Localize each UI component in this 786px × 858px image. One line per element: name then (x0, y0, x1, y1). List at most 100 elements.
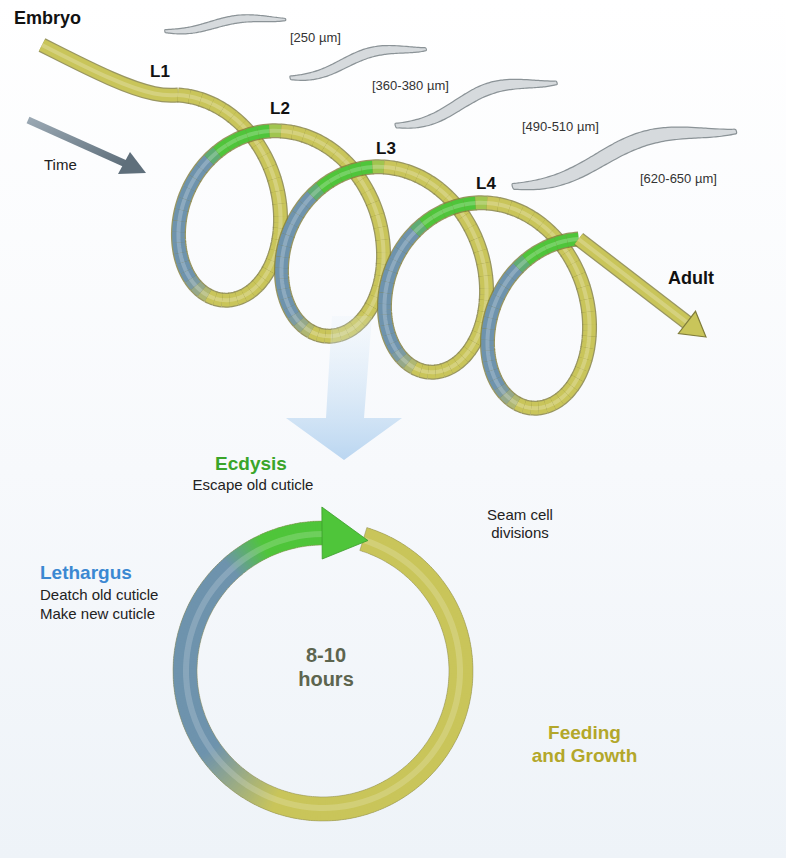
coil-highlight (415, 224, 424, 232)
coil-highlight (283, 288, 286, 298)
coil-outline (504, 276, 511, 286)
coil-outline (208, 295, 215, 298)
ecdysis-arrow-head (322, 507, 368, 559)
coil-segment (304, 196, 312, 205)
coil-outline (480, 251, 483, 264)
coil-segment (215, 298, 222, 300)
coil-outline (311, 331, 318, 334)
coil-segment (201, 99, 212, 104)
coil-outline (381, 227, 383, 240)
coil-highlight (201, 291, 208, 295)
coil-highlight (414, 367, 421, 370)
coil-segment (583, 287, 586, 300)
coil-highlight (476, 239, 481, 251)
coil-highlight (288, 224, 293, 235)
coil-segment (488, 318, 490, 329)
coil-outline (490, 307, 493, 318)
coil-highlight (556, 240, 567, 243)
coil-outline (443, 368, 450, 371)
coil-highlight (488, 350, 489, 361)
coil-highlight (577, 369, 582, 379)
coil-segment (201, 160, 209, 169)
coil-outline (315, 140, 326, 146)
coil-outline (274, 268, 289, 279)
coil-outline (312, 188, 321, 196)
development-coil (42, 45, 706, 408)
coil-segment (414, 367, 421, 370)
coil-outline (171, 232, 186, 243)
coil-outline (421, 370, 428, 372)
coil-segment (275, 268, 288, 279)
coil-outline (367, 191, 373, 203)
coil-highlight (382, 293, 387, 304)
coil-outline (350, 168, 361, 171)
coil-highlight (312, 188, 321, 196)
coil-highlight (510, 207, 521, 212)
coil-segment (251, 286, 258, 292)
coil-outline (189, 96, 201, 99)
coil-highlight (258, 131, 270, 133)
coil-highlight (281, 131, 293, 133)
coil-segment (274, 179, 277, 192)
coil-outline (567, 239, 578, 240)
coil-outline (407, 171, 418, 176)
coil-outline (476, 239, 481, 251)
cycle-duration: 8-10 hours (291, 643, 361, 691)
coil-highlight (402, 358, 408, 364)
coil-highlight (190, 279, 195, 286)
coil-highlight (381, 252, 385, 264)
coil-outline (274, 257, 290, 268)
coil-highlight (484, 276, 489, 289)
coil-segment (340, 171, 351, 175)
coil-segment (208, 295, 215, 298)
coil-outline (178, 95, 190, 97)
coil-highlight (237, 135, 248, 139)
coil-segment (391, 260, 396, 271)
coil-outline (582, 359, 586, 370)
coil-segment (407, 171, 418, 176)
coil-segment (476, 197, 488, 210)
coil-outline (325, 145, 335, 152)
coil-highlight (526, 253, 536, 260)
coil-highlight (492, 370, 496, 379)
coil-highlight (318, 334, 325, 336)
coil-highlight (498, 204, 510, 207)
coil-segment (531, 402, 539, 415)
stage-name: Adult (668, 268, 714, 290)
coil-outline (418, 176, 429, 182)
coil-outline (438, 188, 448, 196)
coil-outline (443, 207, 454, 211)
coil-outline (335, 152, 345, 160)
coil-highlight (385, 314, 386, 325)
coil-outline (257, 279, 263, 286)
coil-highlight (222, 298, 230, 302)
coil-outline (510, 399, 517, 403)
coil-outline (377, 293, 393, 304)
coil-segment (186, 271, 191, 279)
coil-outline (395, 250, 401, 261)
coil-outline (244, 291, 251, 295)
coil-outline (232, 116, 242, 124)
coil-highlight (438, 188, 448, 196)
coil-outline (435, 371, 443, 372)
coil-highlight (443, 368, 450, 371)
coil-highlight (367, 191, 373, 203)
coil-highlight (435, 371, 443, 372)
coil-segment (289, 307, 294, 315)
coil-segment (510, 268, 518, 277)
coil-highlight (299, 322, 305, 328)
coil-segment (453, 204, 464, 207)
coil-segment (264, 155, 270, 167)
coil-segment (510, 399, 517, 403)
coil-outline (373, 203, 378, 215)
coil-segment (181, 199, 184, 210)
coil-segment (510, 207, 521, 212)
coil-outline (531, 217, 541, 224)
coil-outline (183, 262, 187, 271)
coil-segment (490, 307, 493, 318)
coil-outline (268, 261, 273, 271)
coil-segment (585, 348, 588, 359)
coil-highlight (498, 286, 504, 297)
coil-outline (286, 298, 290, 307)
coil-segment (450, 363, 457, 367)
